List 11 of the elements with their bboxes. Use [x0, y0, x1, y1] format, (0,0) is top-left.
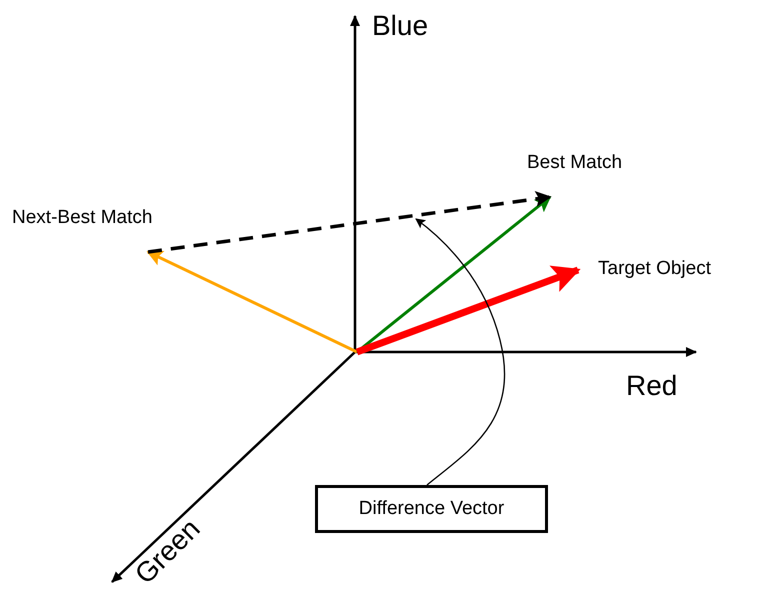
dashed-arrow: [148, 191, 552, 254]
callout-box: Difference Vector: [315, 485, 548, 533]
vector-arrow: [146, 250, 358, 354]
axis-label: Blue: [372, 12, 428, 40]
vector-label: Next-Best Match: [12, 207, 152, 230]
vector-label: Best Match: [527, 152, 622, 175]
vector-arrow: [356, 266, 581, 356]
vector-arrow: [356, 196, 552, 354]
leader-line: [415, 218, 506, 486]
axis-label: Red: [626, 372, 678, 400]
vector-label: Target Object: [598, 258, 711, 281]
